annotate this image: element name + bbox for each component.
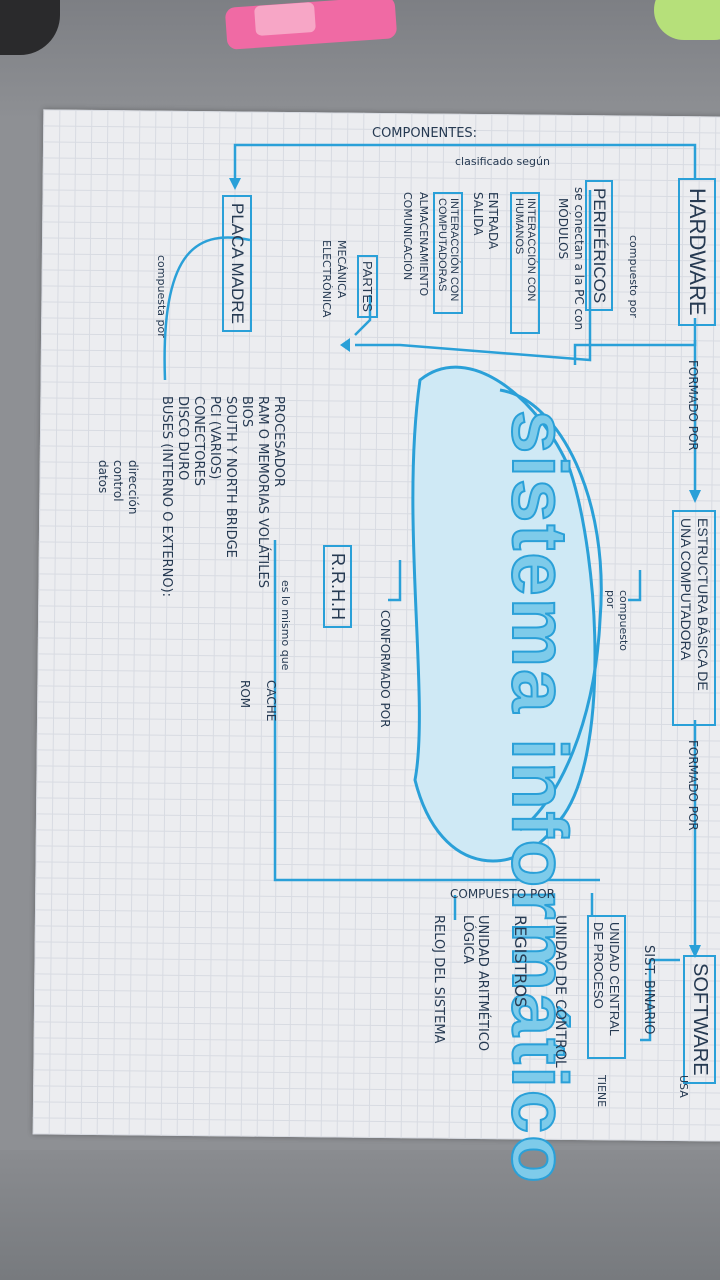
class-item-5: COMUNICACIÓN	[401, 192, 414, 281]
placa-item-6: DISCO DURO	[175, 396, 190, 481]
placa-madre-box: PLACA MADRE	[222, 195, 252, 332]
partes-box: PARTES	[357, 255, 378, 318]
bus-item-2: datos	[96, 460, 110, 494]
partes-item-1: ELECTRÓNICA	[320, 240, 333, 318]
page-title: sistema informático	[495, 409, 585, 1186]
perifericos-label: PERIFÉRICOS	[590, 188, 609, 304]
formed-by-label-2: FORMADO POR	[686, 740, 700, 831]
cpu-composed-label: COMPUESTO POR	[450, 887, 556, 901]
same-item-1: ROM	[238, 680, 252, 709]
placa-composed-label: compuesta por	[155, 255, 168, 338]
class-item-2: SALIDA	[471, 192, 485, 236]
formed-by-label-1: FORMADO POR	[686, 360, 700, 451]
cpu-item-0: UNIDAD DE CONTROL	[552, 915, 568, 1068]
hardware-label: HARDWARE	[685, 188, 710, 316]
hardware-box: HARDWARE	[678, 178, 716, 326]
partes-item-0: MECÁNICA	[335, 240, 348, 299]
partes-label: PARTES	[360, 261, 375, 312]
placa-item-2: BIOS	[239, 396, 254, 428]
placa-madre-label: PLACA MADRE	[228, 203, 247, 324]
rrhh-label: R.R.H.H	[328, 553, 348, 620]
class-item-3: INTERACCIÓN CON COMPUTADORAS	[433, 192, 463, 314]
classified-label: clasificado según	[455, 155, 550, 168]
tiene-label: TIENE	[595, 1075, 608, 1108]
placa-item-4: PCI (VARIOS)	[207, 396, 222, 480]
bus-item-0: dirección	[126, 460, 140, 515]
placa-item-7: BUSES (INTERNO O EXTERNO):	[159, 396, 174, 598]
class-item-4: ALMACENAMIENTO	[417, 192, 430, 297]
estructura-label: ESTRUCTURA BÁSICA DE UNA COMPUTADORA	[678, 518, 711, 691]
estructura-box: ESTRUCTURA BÁSICA DE UNA COMPUTADORA	[672, 510, 716, 726]
cpu-item-2: UNIDAD ARITMÉTICO LÓGICA	[460, 915, 490, 1052]
cpu-item-3: RELOJ DEL SISTEMA	[431, 915, 446, 1044]
software-label: SOFTWARE	[689, 963, 711, 1076]
green-object	[654, 0, 720, 40]
components-label: COMPONENTES:	[372, 126, 478, 141]
composed-by-label: compuesto por	[627, 235, 640, 318]
placa-item-0: PROCESADOR	[271, 396, 286, 488]
desk-bottom-shade	[0, 1150, 720, 1280]
software-box: SOFTWARE	[683, 955, 716, 1084]
class-item-0: INTERACCIÓN CON HUMANOS	[510, 192, 540, 334]
same-as-label: es lo mismo que	[279, 580, 292, 671]
placa-item-3: SOUTH Y NORTH BRIDGE	[223, 396, 238, 558]
placa-item-5: CONECTORES	[191, 396, 206, 486]
perifericos-note: se conectan a la PC con	[572, 187, 586, 331]
modulos-label: MÓDULOS	[556, 198, 570, 260]
cpu-item-1: REGISTROS	[511, 915, 530, 1008]
binary-label: SIST. BINARIO	[641, 945, 656, 1035]
rrhh-box: R.R.H.H	[323, 545, 352, 628]
class-item-1: ENTRADA	[486, 192, 500, 250]
placa-item-1: RAM O MEMORIAS VOLÁTILES	[255, 396, 270, 588]
estructura-composed-label: compuesto por	[604, 590, 630, 651]
same-item-0: CACHE	[264, 680, 278, 722]
rrhh-formed-label: CONFORMADO POR	[378, 610, 392, 728]
perifericos-box: PERIFÉRICOS	[585, 180, 613, 312]
cpu-label: UNIDAD CENTRAL DE PROCESO	[591, 922, 622, 1036]
cpu-box: UNIDAD CENTRAL DE PROCESO	[586, 915, 626, 1059]
bus-item-1: control	[111, 460, 125, 502]
software-uses-label: USA	[677, 1075, 690, 1098]
